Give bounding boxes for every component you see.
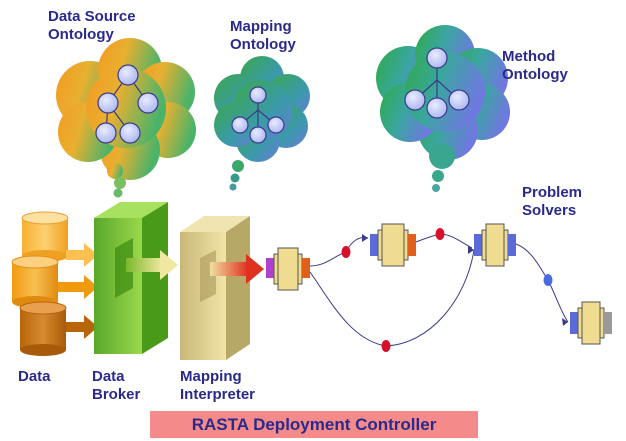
data-label: Data [18,368,51,385]
module-4 [570,301,612,345]
deployment-controller-bar: RASTA Deployment Controller [150,411,478,438]
connector-dots [341,228,553,352]
data-store-bottom [19,301,67,356]
mapping-ontology-label: Mapping Ontology [230,18,296,53]
connector-arrowheads [362,234,568,326]
data-broker-label: Data Broker [92,368,141,403]
data-store-middle [11,255,59,308]
data-source-ontology-label: Data Source Ontology [48,8,136,43]
problem-solvers-label: Problem Solvers [522,184,583,219]
data-broker-block [94,202,168,354]
data-source-ontology-cloud [56,38,196,198]
deployment-controller-label: RASTA Deployment Controller [191,414,437,434]
mapping-tree-icon [231,86,285,144]
method-ontology-label: Method Ontology [502,48,568,83]
data-arrow-top [66,243,98,267]
method-ontology-cloud [376,25,510,192]
data-arrow-middle [58,275,98,299]
module-connectors [309,233,569,347]
data-arrow-bottom [66,315,98,339]
module-3 [474,223,516,267]
mapping-ontology-cloud [214,56,310,191]
broker-to-interpreter-arrow [126,250,178,280]
module-1 [266,247,310,291]
data-source-tree-icon [95,64,159,144]
module-2 [370,223,416,267]
mapping-interpreter-block [180,216,250,360]
interpreter-output-arrow [210,254,264,284]
mapping-interpreter-label: Mapping Interpreter [180,368,256,403]
data-store-top [21,211,69,262]
method-tree-icon [404,47,470,119]
